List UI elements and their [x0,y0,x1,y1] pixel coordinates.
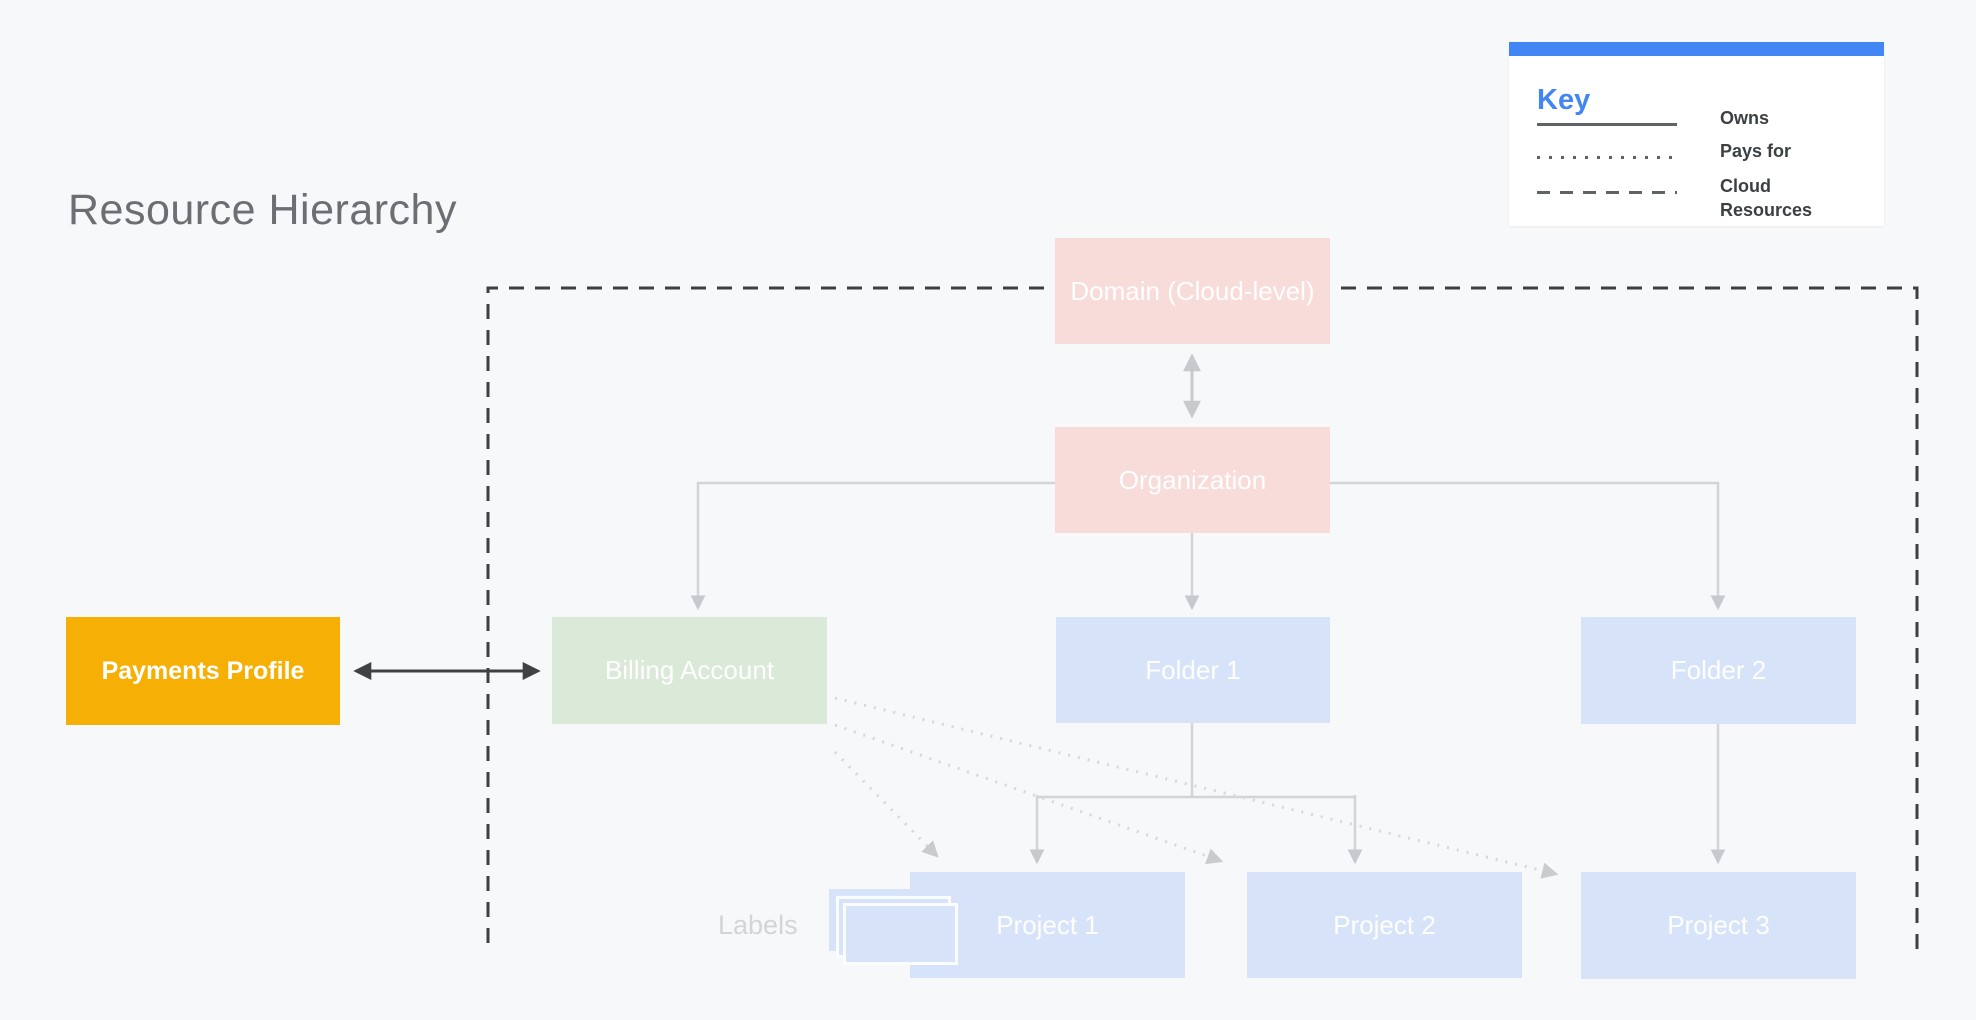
node-billing-account: Billing Account [552,617,827,724]
legend-title: Key [1537,84,1591,116]
node-folder-1: Folder 1 [1056,617,1330,723]
label-card-front [843,903,958,965]
node-project-2: Project 2 [1247,872,1522,978]
legend-accent-bar [1509,42,1884,56]
node-folder-2: Folder 2 [1581,617,1856,724]
labels-stack-icon [829,889,960,969]
legend-label-pays-for: Pays for [1720,141,1792,161]
node-domain: Domain (Cloud-level) [1055,238,1330,344]
paysfor-line-project1 [833,750,939,858]
legend-label-owns: Owns [1720,108,1770,128]
legend-key: Key Owns Pays for Cloud Resources [1509,42,1884,226]
node-project-3: Project 3 [1581,872,1856,979]
legend-label-cloud-resources: Cloud Resources [1720,176,1813,220]
folder1-branch-line [1037,723,1355,799]
owns-line-sample [1537,123,1677,126]
cloud-resources-line-sample [1537,191,1677,194]
pays-for-line-sample [1537,156,1677,159]
node-organization: Organization [1055,427,1330,533]
paysfor-line-project2 [834,723,1224,865]
page-title: Resource Hierarchy [68,186,457,234]
organization-to-billing-line [690,481,1055,611]
labels-caption: Labels [718,910,798,940]
organization-to-folder2-line [1330,481,1726,611]
paysfor-line-project3 [834,696,1559,879]
node-payments-profile: Payments Profile [66,617,340,725]
